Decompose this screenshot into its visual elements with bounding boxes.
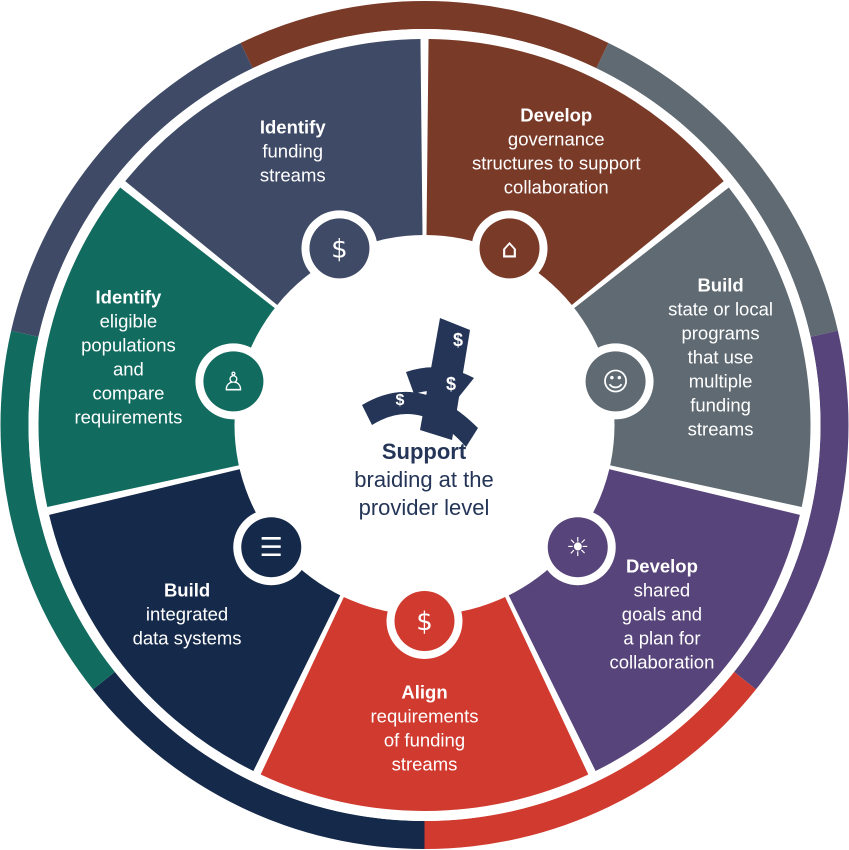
segment-build-data-label-0: Build: [164, 579, 210, 600]
svg-text:$: $: [331, 234, 348, 264]
segment-build-programs-label-0: Build: [697, 274, 743, 295]
outer-ring-arc-identify-populations: [11, 42, 253, 337]
outer-ring-arc-identify-funding: [240, 0, 609, 69]
svg-text:$: $: [416, 607, 433, 637]
family-icon: ♙: [195, 343, 272, 420]
outer-ring-arc-align-requirements: [93, 671, 425, 849]
outer-ring-arc-build-data: [0, 330, 115, 690]
segment-develop-goals-label-2: goals and: [622, 603, 702, 624]
segment-identify-funding-label-2: streams: [260, 164, 326, 185]
segment-align-requirements-label-3: streams: [392, 754, 458, 775]
segment-develop-goals-label-1: shared: [634, 579, 691, 600]
segment-identify-populations-label-5: requirements: [74, 406, 182, 427]
segment-identify-populations-label-4: compare: [92, 382, 164, 403]
lightbulb-icon: ☀: [539, 509, 616, 586]
center-line-2: provider level: [359, 495, 490, 520]
segment-build-programs-label-4: multiple: [689, 370, 753, 391]
svg-text:⌂: ⌂: [501, 234, 518, 264]
svg-text:♙: ♙: [222, 367, 245, 397]
segment-develop-goals-label-0: Develop: [626, 555, 698, 576]
svg-text:$: $: [396, 392, 405, 409]
svg-text:$: $: [453, 330, 463, 350]
segment-align-requirements-label-2: of funding: [384, 730, 465, 751]
segment-develop-goals-label-3: a plan for: [623, 627, 700, 648]
segment-build-programs-label-6: streams: [688, 418, 754, 439]
outer-ring-arc-develop-goals: [424, 671, 756, 849]
segment-align-requirements-label-1: requirements: [371, 706, 479, 727]
segment-build-programs-label-2: programs: [681, 322, 759, 343]
network-servers-icon: ☰: [233, 509, 310, 586]
segment-align-requirements-label-0: Align: [401, 682, 447, 703]
svg-text:☺: ☺: [602, 367, 629, 397]
braided-dollar-ribbons-icon: $ $ $: [362, 318, 478, 447]
segment-develop-governance-label-3: collaboration: [504, 176, 609, 197]
segment-build-programs: [571, 187, 811, 507]
capitol-network-icon: ⌂: [471, 210, 548, 287]
segment-build-data-label-1: integrated: [146, 603, 228, 624]
segment-identify-populations: [38, 187, 278, 507]
coin-stack-icon: $: [386, 583, 463, 659]
segment-build-data-label-2: data systems: [133, 627, 242, 648]
svg-text:☀: ☀: [566, 533, 589, 563]
segment-develop-governance-label-2: structures to support: [472, 152, 641, 173]
segment-identify-funding-label-0: Identify: [260, 116, 326, 137]
segment-labels: IdentifyfundingstreamsDevelopgovernances…: [74, 104, 773, 774]
segment-align-requirements: [260, 593, 589, 811]
segment-identify-populations-label-3: and: [113, 358, 144, 379]
outer-ring-arc-develop-governance: [596, 42, 838, 337]
center-title: Support: [382, 439, 467, 464]
meeting-table-icon: ☺: [577, 343, 654, 420]
segment-build-programs-label-5: funding: [690, 394, 751, 415]
segment-icons: $ ⌂ ☺ ☀ $ ☰ ♙: [195, 210, 654, 659]
svg-text:☰: ☰: [260, 533, 283, 563]
segment-develop-governance-label-1: governance: [508, 128, 605, 149]
segment-develop-governance-label-0: Develop: [520, 104, 592, 125]
dollar-magnifier-icon: $: [301, 210, 378, 287]
svg-text:$: $: [446, 374, 456, 394]
segment-develop-goals-label-4: collaboration: [609, 651, 714, 672]
segment-identify-populations-label-0: Identify: [96, 286, 162, 307]
center-line-1: braiding at the: [354, 467, 493, 492]
outer-ring-arc-build-programs: [734, 330, 849, 690]
segment-identify-populations-label-1: eligible: [100, 310, 158, 331]
segment-build-programs-label-1: state or local: [668, 298, 773, 319]
segment-identify-funding-label-1: funding: [262, 140, 323, 161]
segment-identify-populations-label-2: populations: [81, 334, 176, 355]
segment-build-programs-label-3: that use: [688, 346, 754, 367]
